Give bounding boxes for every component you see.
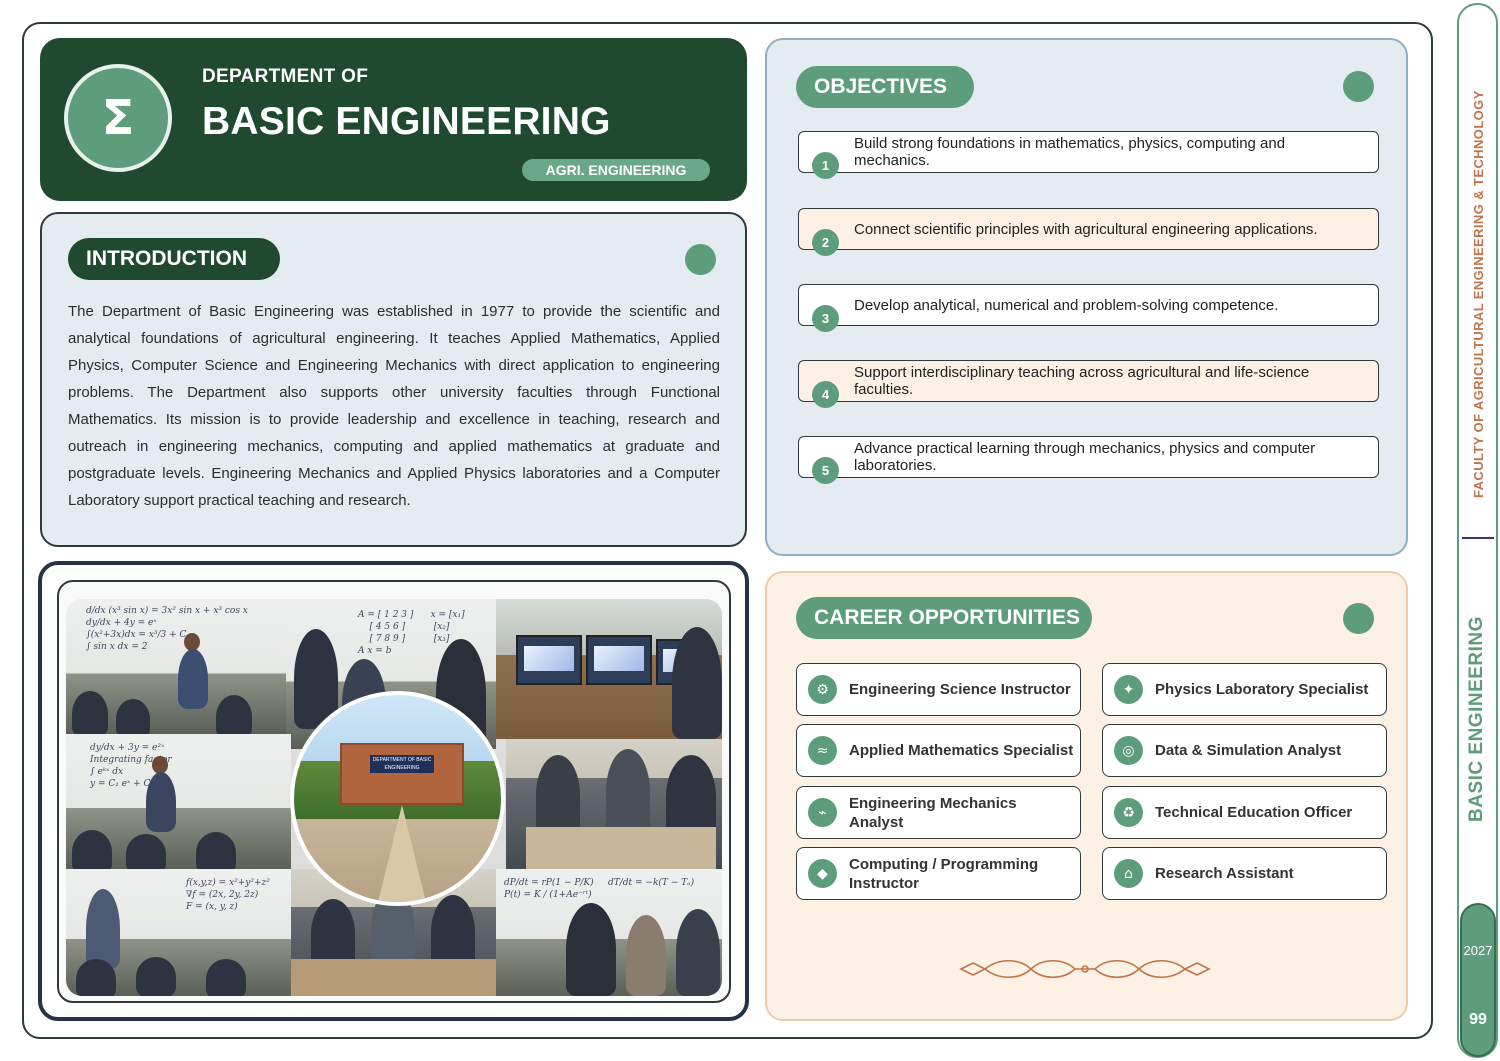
objective-item: 4 Support interdisciplinary teaching acr… (798, 360, 1379, 408)
department-title: BASIC ENGINEERING (202, 100, 611, 143)
introduction-heading: INTRODUCTION (68, 238, 280, 280)
collage-multivariable-photo: f(x,y,z) = x²+y²+z² ∇f = (2x, 2y, 2z) F … (66, 869, 291, 996)
wave-icon: ≈ (808, 736, 837, 765)
ornament-divider-icon (959, 959, 1211, 979)
campus-building-photo: DEPARTMENT OF BASIC ENGINEERING (290, 691, 505, 906)
career-opportunities-panel: CAREER OPPORTUNITIES ⚙ Engineering Scien… (765, 571, 1408, 1021)
career-label: Data & Simulation Analyst (1155, 742, 1342, 759)
side-tab: FACULTY OF AGRICULTURAL ENGINEERING & TE… (1457, 3, 1498, 1058)
department-photo-collage: d/dx (x³ sin x) = 3x² sin x + x³ cos x d… (66, 599, 722, 996)
department-of-label: DEPARTMENT OF (202, 66, 369, 87)
department-header: Σ DEPARTMENT OF BASIC ENGINEERING AGRI. … (40, 38, 747, 201)
career-label: Computing / Programming Instructor (849, 855, 1039, 892)
objective-number: 2 (812, 229, 839, 256)
career-card: ⚙ Engineering Science Instructor (796, 663, 1081, 716)
page-footer-tab: 2027 99 (1460, 903, 1496, 1057)
photo-frame: d/dx (x³ sin x) = 3x² sin x + x³ cos x d… (38, 561, 749, 1021)
introduction-panel: INTRODUCTION The Department of Basic Eng… (40, 212, 747, 547)
collage-graduate-lab-photo: dP/dt = rP(1 − P/K) dT/dt = −k(T − Tₐ) P… (496, 869, 722, 996)
career-card: ⌁ Engineering Mechanics Analyst (796, 786, 1081, 839)
career-card: ◎ Data & Simulation Analyst (1102, 724, 1387, 777)
page-number: 99 (1469, 1011, 1487, 1028)
objective-item: 3 Develop analytical, numerical and prob… (798, 284, 1379, 332)
objective-text: Connect scientific principles with agric… (854, 220, 1318, 238)
career-card: ♻ Technical Education Officer (1102, 786, 1387, 839)
objective-text: Build strong foundations in mathematics,… (854, 135, 1286, 169)
career-label: Technical Education Officer (1155, 804, 1353, 821)
objective-text: Advance practical learning through mecha… (854, 440, 1316, 474)
home-icon: ⌂ (1114, 859, 1143, 888)
department-building: DEPARTMENT OF BASIC ENGINEERING (340, 743, 464, 805)
faculty-label: FACULTY OF AGRICULTURAL ENGINEERING & TE… (1471, 90, 1486, 498)
objective-item: 5 Advance practical learning through mec… (798, 436, 1379, 484)
collage-computer-lab-photo (496, 599, 722, 739)
career-opportunities-heading: CAREER OPPORTUNITIES (796, 597, 1092, 639)
career-label: Engineering Science Instructor (849, 681, 1071, 698)
introduction-text: The Department of Basic Engineering was … (68, 303, 720, 509)
objective-item: 2 Connect scientific principles with agr… (798, 208, 1379, 256)
collage-differential-photo: dy/dx + 3y = e²ˣ Integrating factor ∫ eᵏ… (66, 734, 291, 869)
career-card: ⌂ Research Assistant (1102, 847, 1387, 900)
objective-text: Support interdisciplinary teaching acros… (854, 364, 1310, 398)
objectives-heading: OBJECTIVES (796, 66, 974, 108)
photo-inner-frame: d/dx (x³ sin x) = 3x² sin x + x³ cos x d… (57, 580, 731, 1003)
year-label: 2027 (1463, 943, 1493, 958)
career-card: ≈ Applied Mathematics Specialist (796, 724, 1081, 777)
career-card: ✦ Physics Laboratory Specialist (1102, 663, 1387, 716)
walkway (376, 805, 428, 902)
sigma-logo: Σ (64, 64, 172, 172)
objectives-panel: OBJECTIVES 1 Build strong foundations in… (765, 38, 1408, 556)
objective-text: Develop analytical, numerical and proble… (854, 296, 1279, 314)
wrench-icon: ⌁ (808, 798, 837, 827)
objective-number: 3 (812, 305, 839, 332)
objective-number: 5 (812, 457, 839, 484)
building-sign: DEPARTMENT OF BASIC ENGINEERING (370, 755, 434, 773)
atom-icon: ✦ (1114, 675, 1143, 704)
side-department-label: BASIC ENGINEERING (1466, 616, 1487, 822)
gear-icon: ⚙ (808, 675, 837, 704)
side-divider (1462, 537, 1494, 539)
objective-number: 1 (812, 152, 839, 179)
career-label: Physics Laboratory Specialist (1155, 681, 1369, 698)
agri-engineering-badge: AGRI. ENGINEERING (522, 159, 710, 181)
target-icon: ◎ (1114, 736, 1143, 765)
career-card: ◆ Computing / Programming Instructor (796, 847, 1081, 900)
career-label: Engineering Mechanics Analyst (849, 794, 1017, 831)
diamond-icon: ◆ (808, 859, 837, 888)
decorative-dot (1343, 71, 1374, 102)
career-label: Research Assistant (1155, 865, 1294, 882)
career-label: Applied Mathematics Specialist (849, 742, 1074, 759)
decorative-dot (685, 244, 716, 275)
objective-number: 4 (812, 381, 839, 408)
collage-group-study-photo (506, 739, 722, 869)
page-frame (22, 22, 1433, 1039)
collage-lecture-photo: d/dx (x³ sin x) = 3x² sin x + x³ cos x d… (66, 599, 286, 734)
recycle-icon: ♻ (1114, 798, 1143, 827)
decorative-dot (1343, 603, 1374, 634)
objective-item: 1 Build strong foundations in mathematic… (798, 131, 1379, 179)
